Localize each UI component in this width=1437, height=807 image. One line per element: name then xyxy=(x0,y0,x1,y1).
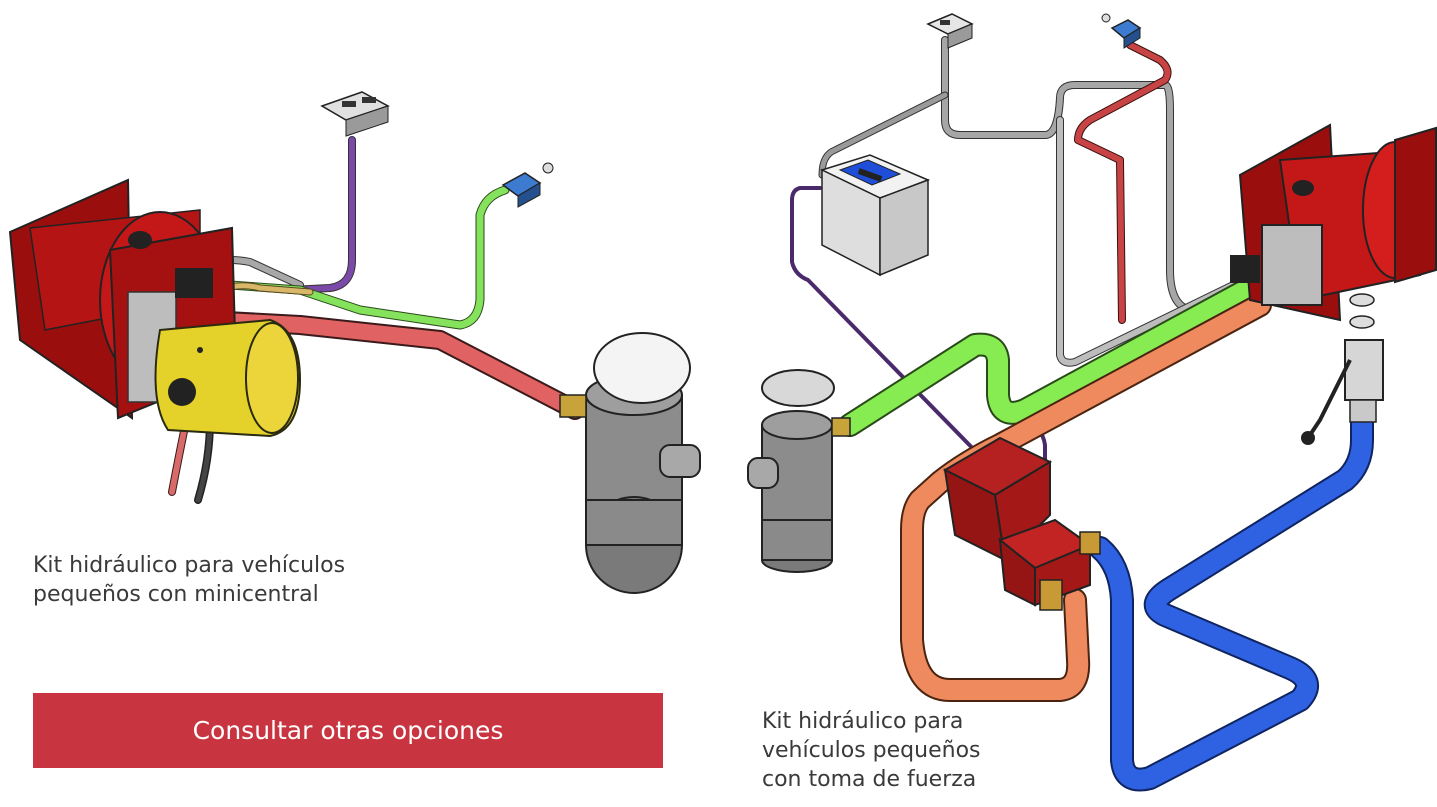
right-kit-hoses xyxy=(790,36,1374,792)
ball-valve-icon xyxy=(1301,293,1384,445)
telescopic-cylinder-icon xyxy=(559,332,701,594)
control-switch-icon xyxy=(926,13,974,49)
control-switch-icon xyxy=(320,91,390,137)
other-options-label: Consultar otras opciones xyxy=(192,716,504,745)
telescopic-cylinder-icon xyxy=(747,369,851,573)
other-options-button[interactable]: Consultar otras opciones xyxy=(33,693,663,768)
pto-pump-icon xyxy=(942,436,1101,611)
electric-motor-icon xyxy=(154,318,302,438)
hydraulic-tank-icon xyxy=(1230,123,1437,322)
limit-switch-icon xyxy=(1101,13,1142,49)
limit-switch-icon xyxy=(501,162,554,208)
control-box-icon xyxy=(819,154,931,277)
blue-hose xyxy=(1088,398,1374,792)
right-kit-caption: Kit hidráulico para vehículos pequeños c… xyxy=(762,709,981,792)
green-hose xyxy=(225,185,510,330)
purple-cable xyxy=(286,136,356,294)
left-kit-caption: Kit hidráulico para vehículos pequeños c… xyxy=(33,553,346,607)
